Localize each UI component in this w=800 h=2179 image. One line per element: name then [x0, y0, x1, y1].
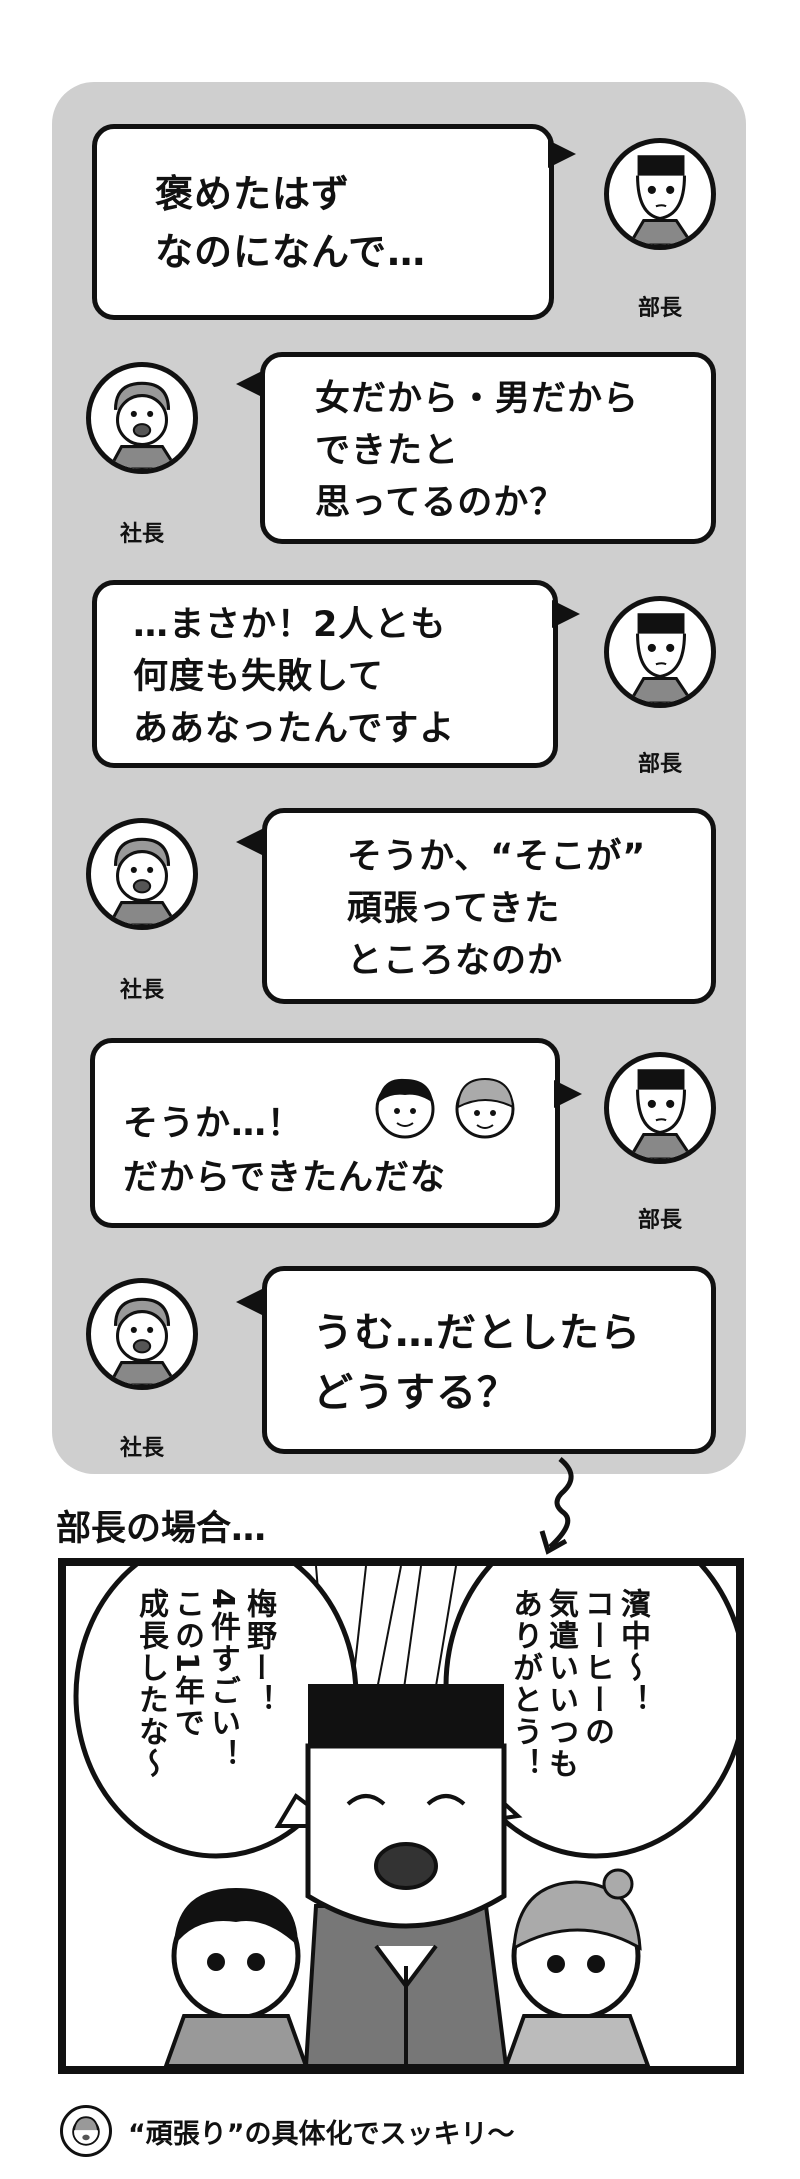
section-title: 部長の場合… — [56, 1509, 267, 1549]
children-faces-illustration — [375, 1077, 515, 1139]
bubble-text: そうか、“そこが” 頑張ってきた ところなのか — [347, 837, 647, 981]
bucho-avatar — [604, 138, 716, 250]
bubble-tail — [236, 370, 264, 398]
bubble-text: 女だから・男だから できたと 思ってるのか？ — [315, 379, 640, 523]
speaker-name: 部長 — [637, 296, 682, 321]
speaker-name: 部長 — [637, 752, 682, 777]
speech-bubble: …まさか！2人とも 何度も失敗して ああなったんですよ — [92, 580, 558, 768]
bubble-tail — [548, 140, 576, 168]
shacho-avatar — [86, 818, 198, 930]
comic-panel: 梅野ー！ 4件すごい！ この1年で 成長したな〜 濱中〜！ コーヒーの 気遣いい… — [58, 1558, 744, 2074]
bubble-text: うむ…だとしたら どうする？ — [313, 1310, 641, 1416]
bubble-tail — [552, 600, 580, 628]
bubble-tail — [236, 828, 264, 856]
curly-arrow-icon — [539, 1457, 574, 1555]
speech-bubble: 女だから・男だから できたと 思ってるのか？ — [260, 352, 716, 544]
bucho-avatar — [604, 1052, 716, 1164]
speaker-name: 社長 — [119, 1436, 164, 1461]
bubble-text: 褒めたはず なのになんで… — [155, 172, 427, 274]
bubble-tail — [236, 1288, 264, 1316]
speech-bubble: うむ…だとしたら どうする？ — [262, 1266, 716, 1454]
speaker-name: 社長 — [119, 978, 164, 1003]
speech-bubble: そうか、“そこが” 頑張ってきた ところなのか — [262, 808, 716, 1004]
bubble-text: そうか…！ だからできたんだな — [123, 1104, 446, 1198]
shacho-avatar — [86, 1278, 198, 1390]
panel-speech-right: 濱中〜！ コーヒーの 気遣いいつも ありがとう！ — [507, 1588, 650, 1780]
speech-bubble: 褒めたはず なのになんで… — [92, 124, 554, 320]
speaker-name: 部長 — [637, 1208, 682, 1233]
panel-speech-left: 梅野ー！ 4件すごい！ この1年で 成長したな〜 — [133, 1588, 276, 1780]
shacho-mini-icon — [60, 2105, 112, 2157]
bucho-avatar — [604, 596, 716, 708]
speaker-name: 社長 — [119, 522, 164, 547]
footer-caption: “頑張り”の具体化でスッキリ〜 — [128, 2119, 515, 2150]
shacho-avatar — [86, 362, 198, 474]
bubble-text: …まさか！2人とも 何度も失敗して ああなったんですよ — [133, 605, 456, 749]
speech-bubble: そうか…！ だからできたんだな — [90, 1038, 560, 1228]
comic-panel-illustration — [73, 1566, 736, 2066]
bubble-tail — [554, 1080, 582, 1108]
